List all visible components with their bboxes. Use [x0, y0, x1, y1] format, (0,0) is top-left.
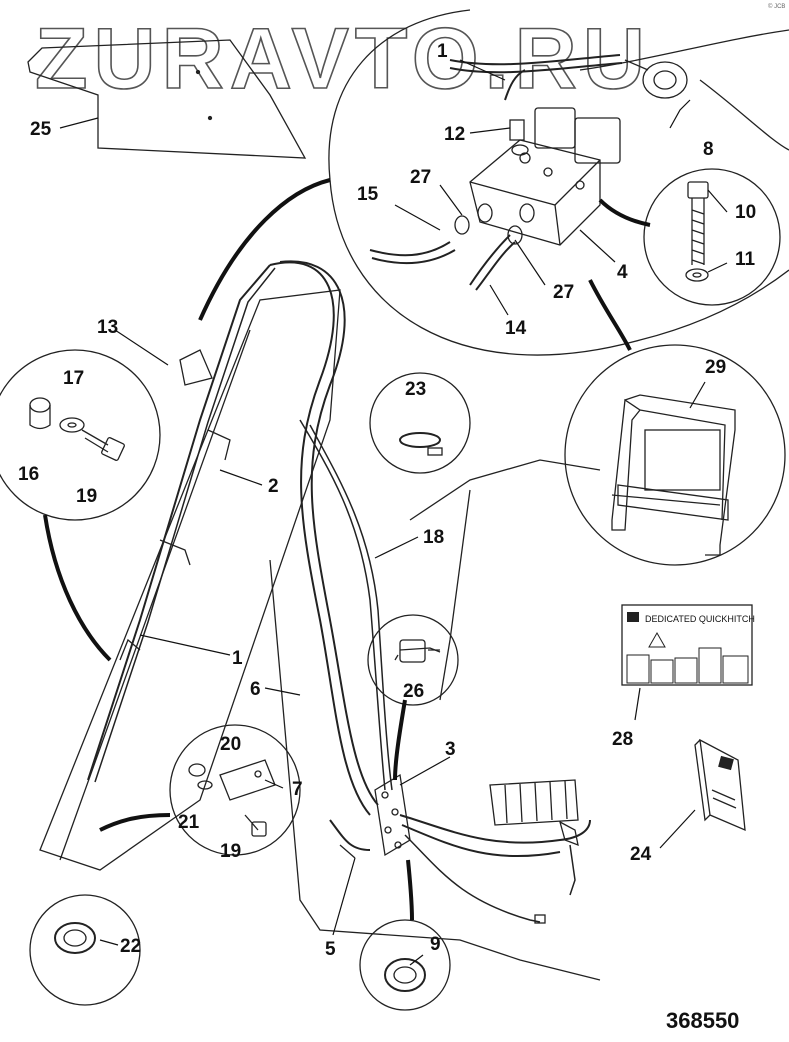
callout-3: 3 [445, 739, 456, 760]
callout-6: 6 [250, 679, 261, 700]
callout-17: 17 [63, 368, 84, 389]
callout-10: 10 [735, 202, 756, 223]
callout-5: 5 [325, 939, 336, 960]
callout-21: 21 [178, 812, 200, 833]
bracket-circle [564, 344, 786, 566]
callout-25: 25 [30, 119, 52, 140]
watermark-text: ZURAVTO.RU [35, 11, 651, 107]
callout-7: 7 [292, 779, 303, 800]
drawing-number: 368550 [666, 1008, 739, 1033]
leader-lines [59, 59, 728, 966]
callout-22: 22 [120, 936, 141, 957]
connector-arcs [43, 178, 651, 921]
callout-19-left: 19 [76, 486, 97, 507]
callout-15: 15 [357, 184, 379, 205]
callout-28: 28 [612, 729, 633, 750]
callout-24: 24 [630, 844, 652, 865]
pressure-switch-circle [367, 614, 459, 706]
decal-28: DEDICATED QUICKHITCH [621, 604, 755, 686]
callout-29: 29 [705, 357, 726, 378]
decal-28-text: DEDICATED QUICKHITCH [645, 614, 755, 624]
callout-9: 9 [430, 934, 441, 955]
callout-18: 18 [423, 527, 444, 548]
callout-12: 12 [444, 124, 465, 145]
callout-1-mid: 1 [232, 648, 243, 669]
callout-27-upper: 27 [410, 167, 431, 188]
callout-23: 23 [405, 379, 426, 400]
callout-19-bottom: 19 [220, 841, 241, 862]
manual-24 [694, 738, 746, 832]
callout-1-top: 1 [437, 41, 448, 62]
grommet-circle-9 [359, 919, 451, 1011]
callout-14: 14 [505, 318, 527, 339]
callout-2: 2 [268, 476, 279, 497]
callout-26: 26 [403, 681, 424, 702]
callout-27-lower: 27 [553, 282, 574, 303]
clip-circle [369, 372, 471, 474]
callout-11: 11 [735, 249, 756, 270]
valve-detail-circle [328, 9, 789, 356]
callout-13: 13 [97, 317, 118, 338]
connector-block-3 [329, 773, 591, 924]
fastener-circle-16-17-19 [0, 349, 161, 521]
corner-mark: © JCB [768, 3, 785, 10]
boom-arm-with-pipes [39, 260, 601, 981]
callout-20: 20 [220, 734, 241, 755]
callout-4: 4 [617, 262, 628, 283]
grommet-circle-22 [29, 894, 141, 1006]
callout-16: 16 [18, 464, 39, 485]
bolt-washer-circle [643, 168, 781, 306]
callout-8: 8 [703, 139, 714, 160]
part-25-panel [27, 39, 307, 159]
callout-labels: 1 25 12 8 27 15 10 11 4 27 14 13 29 17 2… [18, 41, 756, 1033]
